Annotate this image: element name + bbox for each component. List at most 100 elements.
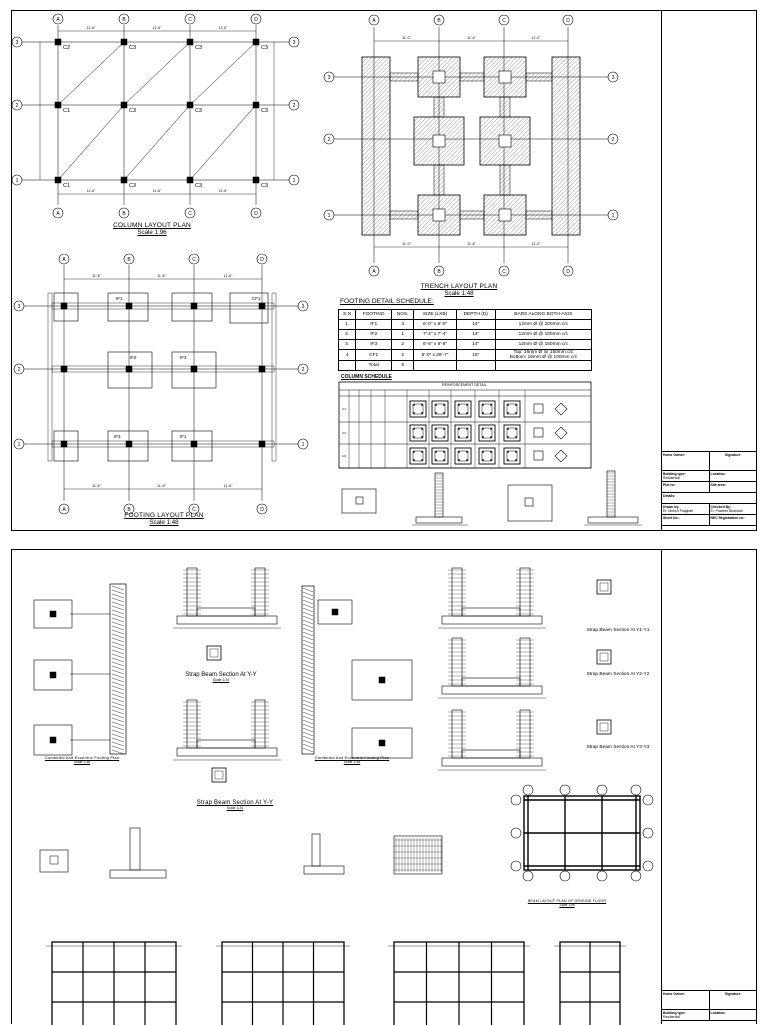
footing-plan-detail bbox=[341, 488, 377, 514]
schedule-header-cell: DEPTH (D) bbox=[455, 309, 496, 320]
strap-beam bbox=[525, 210, 553, 220]
rebar-dot bbox=[443, 459, 445, 461]
column-section-outer bbox=[478, 400, 496, 418]
column-section-outer bbox=[431, 424, 449, 442]
rebar-diagonal bbox=[111, 677, 125, 683]
footing-column bbox=[258, 440, 266, 448]
rebar-dot bbox=[515, 404, 517, 406]
rebar-diagonal bbox=[302, 739, 314, 745]
plot-no-label: Plot no: bbox=[663, 483, 676, 487]
rebar-dot bbox=[515, 436, 517, 438]
column-section-outer bbox=[478, 447, 496, 465]
dimension-text: 11'-6" bbox=[224, 484, 233, 488]
rebar-dot bbox=[490, 451, 492, 453]
schedule-header-cell: NOS. bbox=[391, 309, 415, 320]
grid-bubble-top-D-label: D bbox=[254, 17, 258, 23]
footing-pad-plan-2 bbox=[317, 599, 353, 625]
rebar-diagonal bbox=[302, 655, 314, 661]
grid-bubble-bottom-C bbox=[184, 207, 196, 219]
rebar-diagonal bbox=[111, 605, 125, 611]
trench-plan-caption: TRENCH LAYOUT PLAN Scale 1:48 bbox=[404, 283, 514, 297]
rebar-diagonal bbox=[302, 679, 314, 685]
footing-pad bbox=[107, 430, 149, 462]
footing-column bbox=[258, 365, 266, 373]
rebar-diagonal bbox=[302, 627, 314, 633]
footing-pad bbox=[171, 351, 217, 389]
schedule-cell bbox=[455, 360, 496, 371]
rebar-diagonal bbox=[111, 717, 125, 723]
column-elevation bbox=[519, 637, 531, 687]
strap-beam bbox=[389, 210, 419, 220]
schedule-cell bbox=[413, 360, 457, 371]
footing-column-stub bbox=[432, 70, 446, 84]
signature-label: Signature bbox=[708, 452, 757, 470]
schedule-cell: Total bbox=[355, 360, 393, 371]
column-section-inner bbox=[506, 403, 518, 415]
column-section-outer bbox=[409, 424, 427, 442]
schedule-header-cell: S.N bbox=[337, 309, 357, 320]
rebar-dot bbox=[515, 451, 517, 453]
rebar-dot bbox=[413, 428, 415, 430]
strap-beam bbox=[525, 72, 553, 82]
footing-tag: IF1 bbox=[180, 434, 187, 439]
rebar-diagonal bbox=[302, 719, 314, 725]
rebar-diagonal bbox=[302, 731, 314, 737]
rebar-diagonal bbox=[302, 643, 314, 649]
beam-bubble bbox=[522, 784, 534, 796]
schedule-cell bbox=[337, 360, 357, 371]
column-plan-title: COLUMN LAYOUT PLAN bbox=[113, 222, 191, 229]
rebar-dot bbox=[490, 436, 492, 438]
rebar-dot bbox=[413, 404, 415, 406]
rebar-dot bbox=[490, 404, 492, 406]
rebar-dot bbox=[458, 412, 460, 414]
rebar-diagonal bbox=[111, 721, 125, 727]
rebar-diagonal bbox=[111, 697, 125, 703]
footing-base-elevation bbox=[441, 685, 543, 695]
edge-strip bbox=[271, 292, 277, 462]
dimension-text: 11'-6" bbox=[467, 36, 476, 40]
footing-column bbox=[190, 440, 198, 448]
dimension-text: 11'-6" bbox=[219, 189, 228, 193]
column-A1 bbox=[54, 176, 62, 184]
column-section-inner bbox=[506, 450, 518, 462]
strap-beam-y1-caption: Strap Beam Section At Y1-Y1 bbox=[586, 628, 650, 633]
strap-beam bbox=[459, 210, 485, 220]
sheet-no-label: Sheet No.: bbox=[663, 516, 680, 520]
beam-bubble bbox=[630, 784, 642, 796]
strap-beam-stirrup bbox=[209, 648, 219, 658]
rebar-dot bbox=[490, 428, 492, 430]
rebar-diagonal bbox=[302, 611, 314, 617]
grid-bubble-top-A bbox=[52, 13, 64, 25]
schedule-cell: 6'-0" x 6'-0" bbox=[413, 319, 457, 330]
trench-bubble-top-D bbox=[562, 14, 574, 26]
combined-footing-strip-right bbox=[551, 56, 581, 236]
footing-detail-column bbox=[49, 855, 59, 865]
schedule-cell: 7'-4" x 7'-4" bbox=[413, 329, 457, 340]
grid-bubble-right-1-label: 1 bbox=[293, 178, 296, 184]
trench-bubble-right-1-label: 1 bbox=[612, 213, 615, 219]
rebar-diagonal bbox=[302, 671, 314, 677]
grid-bubble-left-2-label: 2 bbox=[16, 103, 19, 109]
rebar-dot bbox=[435, 404, 437, 406]
rebar-diagonal bbox=[302, 695, 314, 701]
grid-bubble-bottom-C-label: C bbox=[188, 211, 192, 217]
footing-tag: IF1 bbox=[116, 296, 123, 301]
rebar-diagonal bbox=[111, 729, 125, 735]
tie-detail-diamond bbox=[554, 402, 568, 416]
trench-bubble-left-1-label: 1 bbox=[328, 213, 331, 219]
trench-bubble-right-3-label: 3 bbox=[612, 75, 615, 81]
schedule-cell: IF3 bbox=[355, 339, 393, 350]
schedule-cell: 6'-8" x 6'-8" bbox=[413, 339, 457, 350]
column-plan-caption: COLUMN LAYOUT PLAN Scale 1:96 bbox=[92, 222, 212, 236]
footing-plan-scale: Scale 1:48 bbox=[149, 519, 179, 526]
rebar-diagonal bbox=[111, 629, 125, 635]
column-id: C1 bbox=[342, 407, 346, 411]
nec-label: NEC Registration no: bbox=[708, 515, 757, 525]
rebar-dot bbox=[466, 436, 468, 438]
trench-bubble-bottom-A bbox=[368, 265, 380, 277]
footing-detail-base bbox=[109, 869, 167, 879]
